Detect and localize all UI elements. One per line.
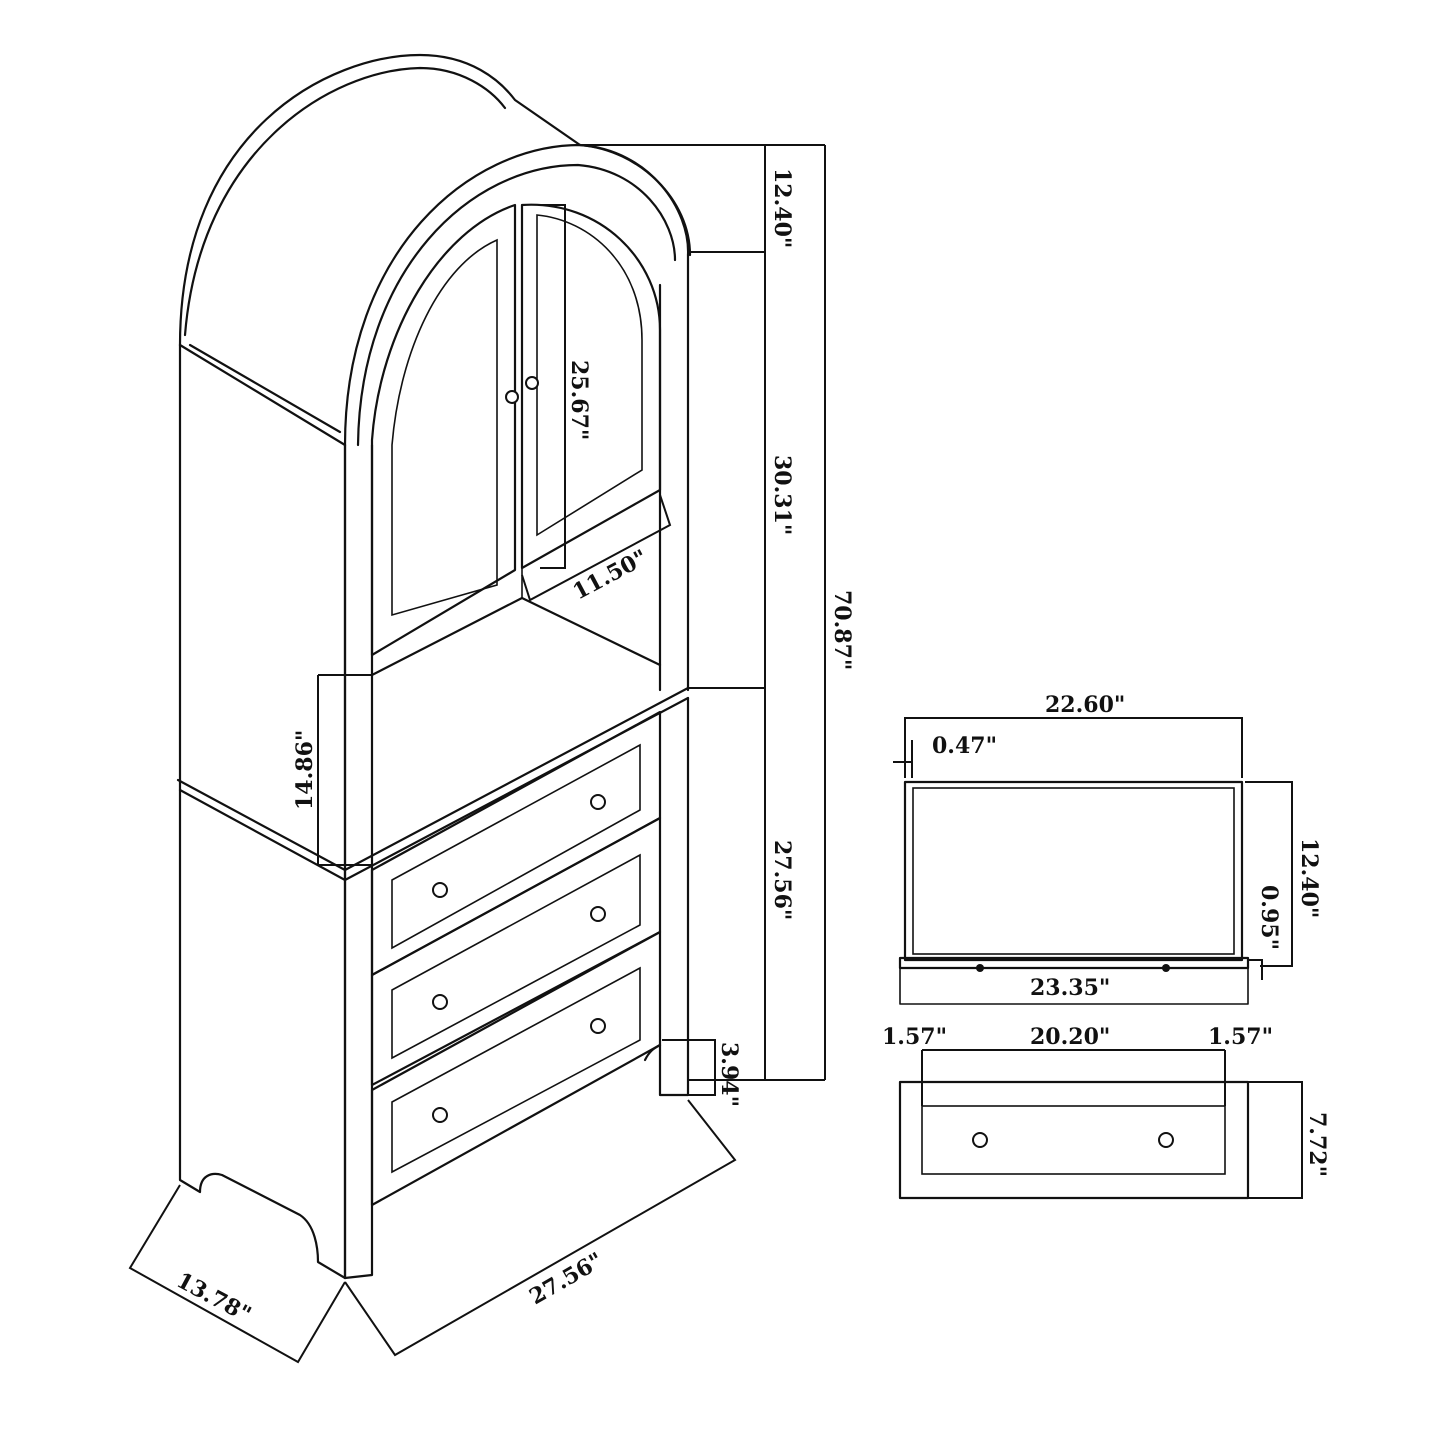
cabinet-arch-front [343,143,690,447]
label-drawer-front-width: 23.35" [1030,975,1110,1001]
cabinet-dimension-lines [128,144,826,1364]
cabinet-drawing [176,53,692,1280]
label-total-height: 70.87" [829,590,855,670]
label-drawer-side-thickness: 0.47" [932,733,997,759]
label-front-height: 7.72" [1304,1112,1330,1177]
label-open-shelf-height: 14.86" [292,730,318,810]
label-upper-section-height: 30.31" [769,455,795,535]
drawer-front-view [898,1049,1303,1200]
drawer-top-view [893,717,1293,1005]
label-door-height: 25.67" [566,360,592,440]
label-door-width: 11.50" [569,545,652,606]
drawer-3 [370,930,662,1207]
label-front-left-margin: 1.57" [882,1024,947,1050]
label-lower-section-height: 27.56" [769,840,795,920]
label-front-right-margin: 1.57" [1208,1024,1273,1050]
label-top-arch-height: 12.40" [769,168,795,248]
label-leg-height: 3.94" [716,1042,742,1107]
label-drawer-front-thickness: 0.95" [1256,885,1282,950]
label-drawer-depth: 12.40" [1296,838,1322,918]
middle-ledge [176,686,690,872]
drawer-2 [370,816,662,1087]
label-front-inner-width: 20.20" [1030,1024,1110,1050]
cabinet-left-side [178,343,347,1280]
label-drawer-outer-width: 22.60" [1045,692,1125,718]
left-door [370,203,517,657]
